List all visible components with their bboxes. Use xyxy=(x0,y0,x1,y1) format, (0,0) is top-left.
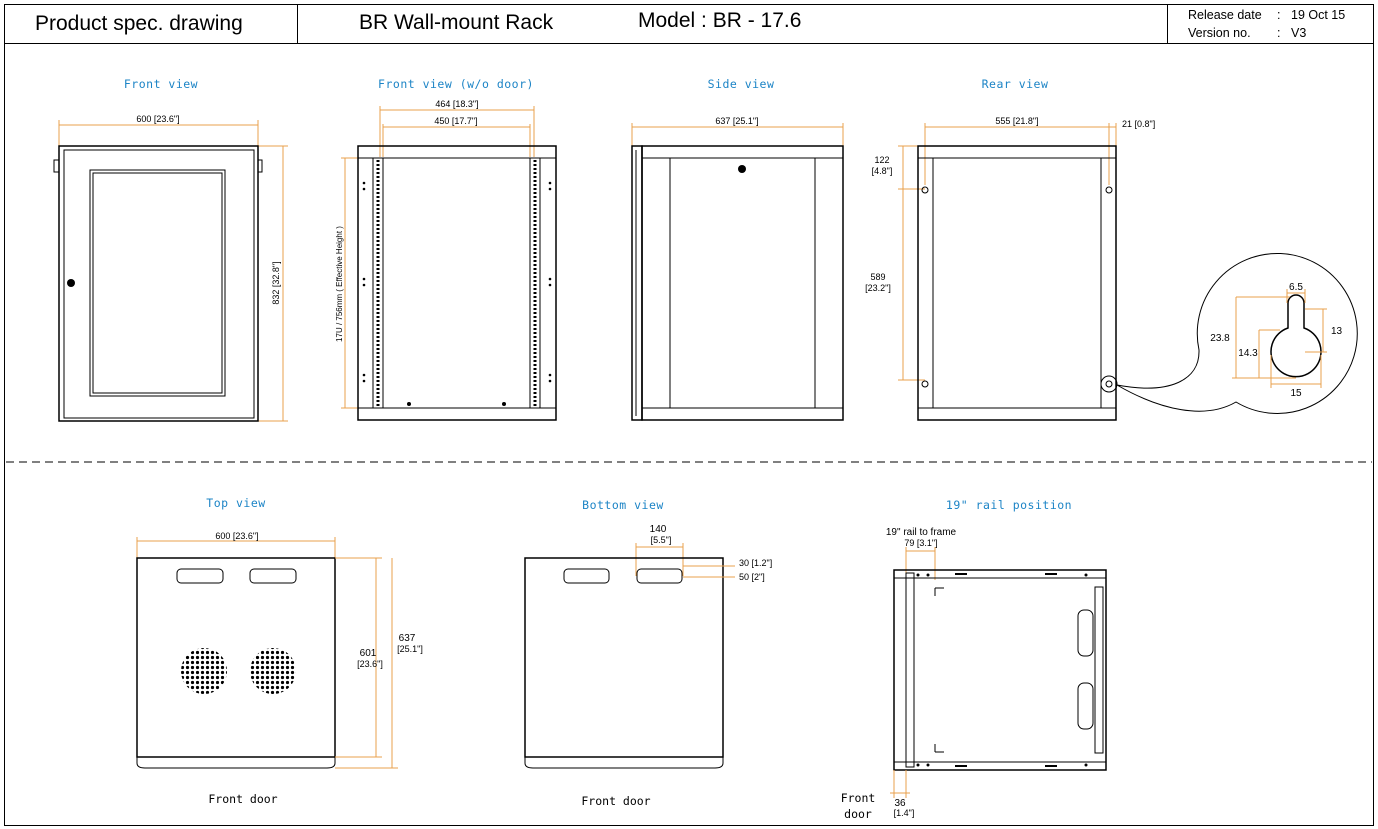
keyhole-15: 15 xyxy=(1290,388,1302,399)
version-value: V3 xyxy=(1291,26,1307,40)
side-view-title: Side view xyxy=(708,77,775,91)
top-view-title: Top view xyxy=(206,496,265,510)
product-name: BR Wall-mount Rack xyxy=(359,11,554,34)
top-depth1-a: 601 xyxy=(360,648,377,659)
keyhole-143: 14.3 xyxy=(1238,348,1258,359)
title-block: Product spec. drawing BR Wall-mount Rack… xyxy=(5,5,1373,44)
side-depth-dim: 637 [25.1"] xyxy=(715,116,758,126)
fan-grille-left xyxy=(181,648,227,694)
rail-view-title: 19" rail position xyxy=(946,498,1072,512)
front-view: Front view 600 [23.6"] 832 [32.8"] xyxy=(53,77,288,422)
revision-block: Release date : 19 Oct 15 Version no. : V… xyxy=(1167,5,1373,43)
rail-36-dim-b: [1.4"] xyxy=(894,808,915,818)
bottom-view-title: Bottom view xyxy=(582,498,664,512)
rear-view-title: Rear view xyxy=(982,77,1049,91)
rail-front-caption-a: Front xyxy=(841,791,876,805)
bottom-view: Bottom view 140 [5.5"] 30 [1.2"] 50 [2"]… xyxy=(524,498,772,808)
model-number: Model : BR - 17.6 xyxy=(638,9,802,32)
side-view: Side view 637 [25.1"] xyxy=(631,77,844,421)
rear-mid-dim-b: [23.2"] xyxy=(865,283,891,293)
release-value: 19 Oct 15 xyxy=(1291,8,1346,22)
rear-width-dim: 555 [21.8"] xyxy=(995,116,1038,126)
keyhole-65: 6.5 xyxy=(1289,282,1303,293)
front-width-dim: 600 [23.6"] xyxy=(136,114,179,124)
bottom-width-b: [5.5"] xyxy=(651,535,672,545)
release-label: Release date xyxy=(1188,8,1262,22)
front-door-outline xyxy=(58,145,259,422)
bottom-50-dim: 50 [2"] xyxy=(739,572,765,582)
doc-title: Product spec. drawing xyxy=(5,5,298,43)
top-depth1-b: [23.6"] xyxy=(357,659,383,669)
top-front-caption: Front door xyxy=(208,792,277,806)
top-depth2-a: 637 xyxy=(399,633,416,644)
nodoor-width-inner: 450 [17.7"] xyxy=(434,116,477,126)
top-depth2-b: [25.1"] xyxy=(397,644,423,654)
keyhole-detail xyxy=(1116,252,1358,414)
bottom-width-a: 140 xyxy=(650,524,667,535)
rail-79-dim: 79 [3.1"] xyxy=(904,538,937,548)
keyhole-13: 13 xyxy=(1331,326,1343,337)
bottom-front-caption: Front door xyxy=(581,794,650,808)
bottom-30-dim: 30 [1.2"] xyxy=(739,558,772,568)
release-sep: : xyxy=(1277,8,1281,22)
top-view: Top view 600 [23.6"] 601 [23.6"] 637 [25… xyxy=(136,496,423,806)
rail-position-view: 19" rail position 19" rail to frame 79 [… xyxy=(841,498,1107,821)
rail-36-dim-a: 36 xyxy=(894,798,906,809)
keyhole-shape xyxy=(1270,294,1322,378)
nodoor-width-outer: 464 [18.3"] xyxy=(435,99,478,109)
rear-offset-dim: 21 [0.8"] xyxy=(1122,119,1155,129)
front-glass-panel xyxy=(89,169,226,397)
rear-view: Rear view 555 [21.8"] 21 [0.8"] 122 [4.8… xyxy=(865,77,1358,421)
version-label: Version no. xyxy=(1188,26,1251,40)
rail-to-frame-label: 19" rail to frame xyxy=(886,527,957,538)
keyhole-238: 23.8 xyxy=(1210,333,1230,344)
door-lock xyxy=(67,279,75,287)
front-no-door-title: Front view (w/o door) xyxy=(378,77,534,91)
top-width-dim: 600 [23.6"] xyxy=(215,531,258,541)
rear-mid-dim-a: 589 xyxy=(870,272,885,282)
rail-front-caption-b: door xyxy=(844,807,872,821)
version-sep: : xyxy=(1277,26,1281,40)
rear-top-dim-a: 122 xyxy=(874,155,889,165)
effective-height-dim: 17U / 756mm ( Effective Height ) xyxy=(335,226,344,342)
front-view-title: Front view xyxy=(124,77,198,91)
rear-top-dim-b: [4.8"] xyxy=(872,166,893,176)
front-height-dim: 832 [32.8"] xyxy=(271,261,281,304)
drawing-sheet: Product spec. drawing BR Wall-mount Rack… xyxy=(4,4,1374,826)
front-no-door-view: Front view (w/o door) 464 [18.3"] 450 [1… xyxy=(335,77,557,421)
fan-grille-right xyxy=(250,648,296,694)
